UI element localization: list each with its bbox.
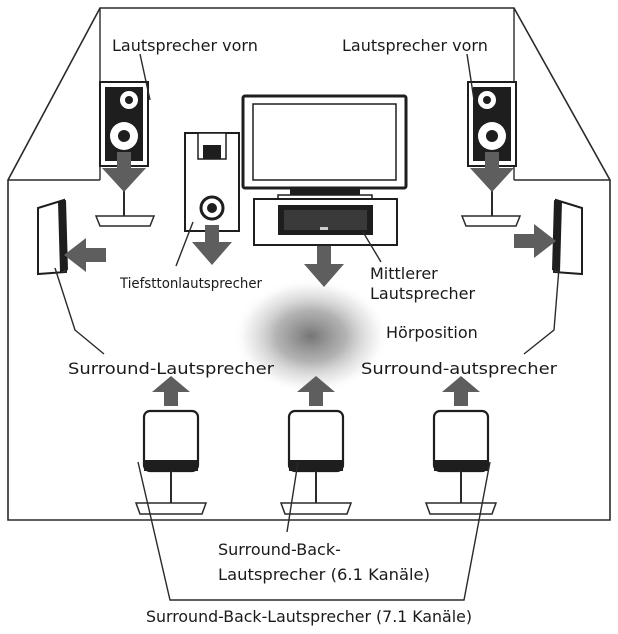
front-left-label: Lautsprecher vorn [112,36,258,55]
center-speaker-label-line2: Lautsprecher [370,284,475,303]
center-speaker-label-line1: Mittlerer [370,264,438,283]
surround-right-label: Surround-autsprecher [361,359,557,378]
listening-position-marker [233,278,389,394]
front-right-arrow [470,152,514,192]
front-left-arrow [102,152,146,192]
surround-left-speaker [37,198,68,276]
surround-right-speaker [552,198,583,276]
surround-back-right-speaker [424,409,498,515]
callout-lines [54,53,560,601]
subwoofer [184,132,240,232]
center-speaker [253,198,398,246]
front-left-speaker [94,81,156,227]
surround-back-left-speaker [134,409,208,515]
surround-back-71-label: Surround-Back-Lautsprecher (7.1 Kanäle) [146,607,472,626]
surround-back-61-label-line1: Surround-Back- [218,540,341,559]
subwoofer-arrow [192,225,232,265]
surround-left-arrow [64,238,106,272]
surround-right-arrow [514,224,556,258]
surround-back-left-arrow [152,376,190,406]
surround-left-label: Surround-Lautsprecher [68,359,274,378]
center-speaker-arrow [304,246,344,287]
subwoofer-label: Tiefsttonlautsprecher [119,276,262,292]
listening-position-label: Hörposition [386,323,478,342]
tv [241,94,408,200]
front-right-label: Lautsprecher vorn [342,36,488,55]
surround-back-61-label-line2: Lautsprecher (6.1 Kanäle) [218,565,430,584]
front-right-speaker [460,81,522,227]
surround-back-right-arrow [442,376,480,406]
surround-back-center-arrow [297,376,335,406]
surround-back-center-speaker [279,409,353,515]
